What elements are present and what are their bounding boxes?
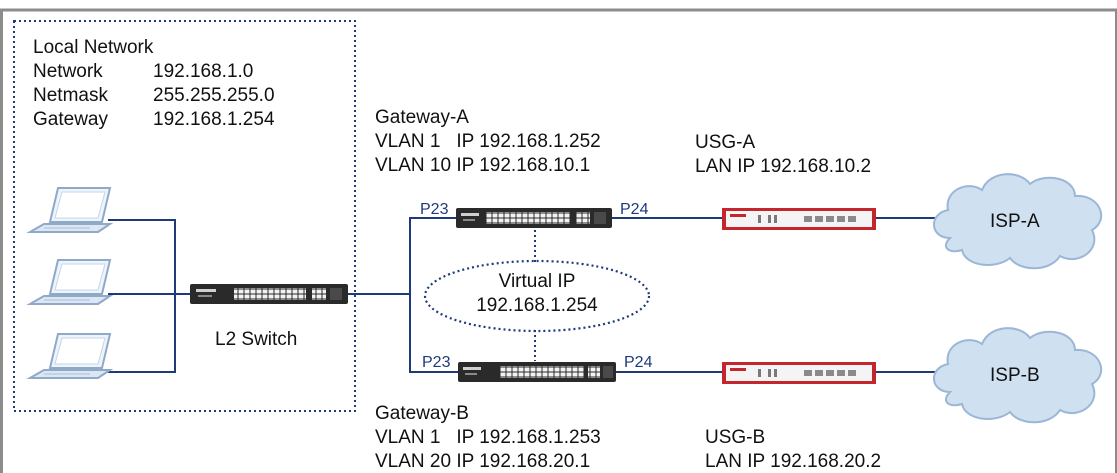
gateway-b-info: Gateway-B VLAN 1 IP 192.168.1.253 VLAN 2… — [375, 402, 601, 473]
netmask-value: 255.255.255.0 — [153, 85, 275, 106]
local-network-boundary — [13, 20, 356, 412]
virtual-ip-title: Virtual IP — [498, 271, 576, 292]
netmask-row: Netmask 255.255.255.0 — [33, 84, 275, 108]
gateway-a-port-right: P24 — [620, 201, 649, 218]
laptop-icon — [26, 187, 114, 233]
firewall-icon — [722, 362, 876, 384]
switch-icon — [190, 284, 348, 304]
cloud-icon — [933, 173, 1103, 270]
link-trunk-gateway-b — [409, 294, 458, 373]
usg-a-lan: LAN IP 192.168.10.2 — [695, 156, 872, 177]
gateway-a-title: Gateway-A — [375, 107, 469, 128]
usg-b-info: USG-B LAN IP 192.168.20.2 — [705, 426, 881, 473]
virtual-ip-label: Virtual IP 192.168.1.254 — [447, 270, 627, 318]
laptop-icon — [26, 259, 114, 305]
gateway-row: Gateway 192.168.1.254 — [33, 108, 275, 132]
gateway-b-vlan20: VLAN 20 IP 192.168.20.1 — [375, 451, 591, 472]
cloud-icon — [933, 327, 1103, 424]
isp-a-label: ISP-A — [990, 211, 1040, 232]
usg-a-info: USG-A LAN IP 192.168.10.2 — [695, 131, 871, 179]
local-network-info: Local Network Network 192.168.1.0 Netmask… — [33, 36, 275, 132]
firewall-icon — [722, 208, 876, 230]
gateway-b-title: Gateway-B — [375, 403, 469, 424]
usg-a-title: USG-A — [695, 132, 756, 153]
l2-switch-label: L2 Switch — [215, 329, 298, 350]
usg-b-title: USG-B — [705, 427, 766, 448]
gateway-a-port-left: P23 — [420, 201, 449, 218]
virtual-ip-ellipse — [423, 259, 651, 333]
gateway-b-port-right: P24 — [624, 354, 653, 371]
usg-b-lan: LAN IP 192.168.20.2 — [705, 451, 882, 472]
network-row: Network 192.168.1.0 — [33, 60, 275, 84]
isp-b-label: ISP-B — [990, 365, 1040, 386]
virtual-ip-address: 192.168.1.254 — [476, 295, 598, 316]
local-network-title: Local Network — [33, 37, 154, 58]
switch-icon — [458, 362, 616, 382]
gateway-key: Gateway — [33, 109, 108, 130]
gateway-b-port-left: P23 — [422, 354, 451, 371]
gateway-a-vlan10: VLAN 10 IP 192.168.10.1 — [375, 155, 591, 176]
network-key: Network — [33, 61, 103, 82]
gateway-a-vlan1: VLAN 1 IP 192.168.1.252 — [375, 131, 601, 152]
netmask-key: Netmask — [33, 85, 108, 106]
gateway-a-info: Gateway-A VLAN 1 IP 192.168.1.252 VLAN 1… — [375, 106, 601, 178]
network-value: 192.168.1.0 — [153, 61, 254, 82]
link-laptop-1 — [108, 219, 176, 294]
laptop-icon — [26, 333, 114, 379]
gateway-value: 192.168.1.254 — [153, 109, 275, 130]
link-trunk-gateway-a — [409, 217, 456, 294]
switch-icon — [456, 208, 612, 228]
link-laptop-3 — [108, 294, 176, 373]
gateway-b-vlan1: VLAN 1 IP 192.168.1.253 — [375, 427, 601, 448]
